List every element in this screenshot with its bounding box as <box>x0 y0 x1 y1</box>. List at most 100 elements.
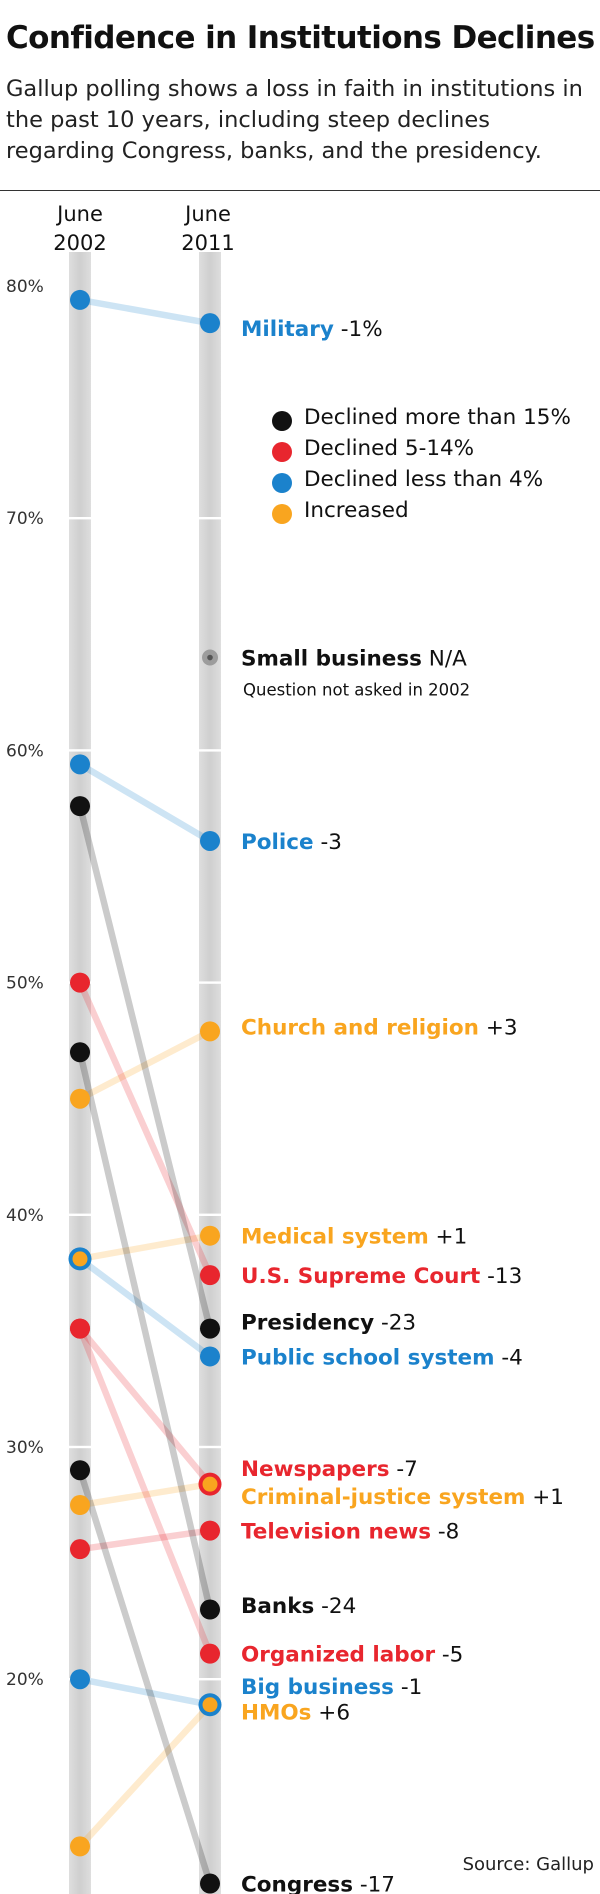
data-point <box>200 1318 220 1339</box>
series-name: HMOs <box>241 1701 311 1726</box>
series-name: Criminal-justice system <box>241 1485 525 1510</box>
slope-line <box>76 1232 214 1263</box>
y-tick-label: 50% <box>6 974 44 994</box>
series-label: Criminal-justice system +1 <box>241 1485 564 1510</box>
y-axis-ticks: 80%70%60%50%40%30%20%10% <box>6 277 44 1690</box>
series-change: -13 <box>480 1264 522 1289</box>
series-label: Big business -1 <box>241 1675 422 1700</box>
grid-gaps <box>68 517 222 1681</box>
slope-line <box>76 1466 214 1887</box>
data-point <box>200 1265 220 1286</box>
series-label: Police -3 <box>241 830 342 855</box>
series-name: Congress <box>241 1873 353 1894</box>
series-label: Presidency -23 <box>241 1311 416 1336</box>
column-header-2002: June 2002 <box>35 200 125 258</box>
data-point <box>200 830 220 851</box>
y-tick-label: 70% <box>6 509 44 529</box>
data-point <box>70 754 90 775</box>
series-label: Military -1% <box>241 317 383 342</box>
overlap-point-core <box>202 1476 218 1492</box>
legend-label: Declined 5-14% <box>304 436 475 461</box>
data-point <box>70 1088 90 1109</box>
series-name: Television news <box>241 1520 431 1545</box>
series-change: N/A <box>422 647 467 672</box>
series-name: Organized labor <box>241 1643 435 1668</box>
series-label: Small business N/A <box>241 647 467 672</box>
y-tick-label: 30% <box>6 1438 44 1458</box>
series-label: Television news -8 <box>241 1520 459 1545</box>
series-label: Church and religion +3 <box>241 1016 518 1041</box>
grid-gap <box>68 1213 92 1216</box>
series-labels: Military -1% Small business N/A Question n… <box>241 317 564 1894</box>
column-header-line: 2011 <box>181 231 235 255</box>
slope-line <box>76 761 214 845</box>
series-change: -3 <box>314 830 342 855</box>
data-point <box>70 1836 90 1857</box>
slope-line <box>76 979 214 1279</box>
data-point <box>200 1520 220 1541</box>
slope-line <box>76 1527 214 1553</box>
series-note: Question not asked in 2002 <box>243 681 470 700</box>
source-note: Source: Gallup <box>462 1854 594 1875</box>
column-header-2011: June 2011 <box>163 200 253 258</box>
series-change: -1% <box>334 317 383 342</box>
overlap-point-core <box>202 1697 218 1713</box>
column-header-line: June <box>57 202 103 226</box>
slope-line <box>76 296 214 327</box>
data-point <box>70 1669 90 1690</box>
column-header-line: June <box>185 202 231 226</box>
data-point <box>200 1599 220 1620</box>
series-name: Medical system <box>241 1225 429 1250</box>
grid-gap <box>198 517 222 520</box>
series-change: +3 <box>479 1016 518 1041</box>
legend-swatch <box>272 442 292 462</box>
series-change: -23 <box>374 1311 416 1336</box>
data-point <box>200 313 220 334</box>
data-points <box>68 289 222 1894</box>
data-point <box>200 1346 220 1367</box>
series-name: Small business <box>241 647 422 672</box>
chart-title: Confidence in Institutions Declines <box>6 20 595 56</box>
data-point <box>200 1021 220 1042</box>
data-point <box>70 289 90 310</box>
series-change: -5 <box>435 1643 463 1668</box>
series-label: Congress -17 <box>241 1873 395 1894</box>
data-point <box>70 1042 90 1063</box>
series-label: HMOs +6 <box>241 1701 350 1726</box>
grid-gap <box>198 1213 222 1216</box>
slope-line <box>76 1675 214 1708</box>
data-point <box>200 1873 220 1894</box>
series-label: U.S. Supreme Court -13 <box>241 1264 522 1289</box>
legend-swatch <box>272 504 292 524</box>
legend-swatch <box>272 411 292 431</box>
series-name: Public school system <box>241 1345 495 1370</box>
series-change: -17 <box>353 1873 395 1894</box>
chart-subtitle: Gallup polling shows a loss in faith in … <box>6 76 583 164</box>
slope-line <box>76 802 214 1332</box>
legend-swatch <box>272 473 292 493</box>
series-label: Public school system -4 <box>241 1345 523 1370</box>
series-change: -8 <box>431 1520 459 1545</box>
data-point-center <box>207 654 213 661</box>
legend-label: Increased <box>304 498 409 523</box>
series-change: +6 <box>311 1701 350 1726</box>
series-change: +1 <box>525 1485 564 1510</box>
grid-gap <box>68 517 92 520</box>
column-header-line: 2002 <box>53 231 107 255</box>
series-name: Big business <box>241 1675 394 1700</box>
series-change: -4 <box>495 1345 523 1370</box>
series-label: Medical system +1 <box>241 1225 467 1250</box>
series-change: -24 <box>314 1594 356 1619</box>
series-change: -1 <box>394 1675 422 1700</box>
series-label: Banks -24 <box>241 1594 356 1619</box>
legend-label: Declined more than 15% <box>304 405 571 430</box>
legend-label: Declined less than 4% <box>304 467 544 492</box>
slope-line <box>76 1028 214 1102</box>
series-name: U.S. Supreme Court <box>241 1264 480 1289</box>
y-tick-label: 60% <box>6 741 44 761</box>
y-tick-label: 80% <box>6 277 44 297</box>
header-rule <box>0 190 600 191</box>
slope-line <box>76 1325 214 1657</box>
y-tick-label: 40% <box>6 1206 44 1226</box>
